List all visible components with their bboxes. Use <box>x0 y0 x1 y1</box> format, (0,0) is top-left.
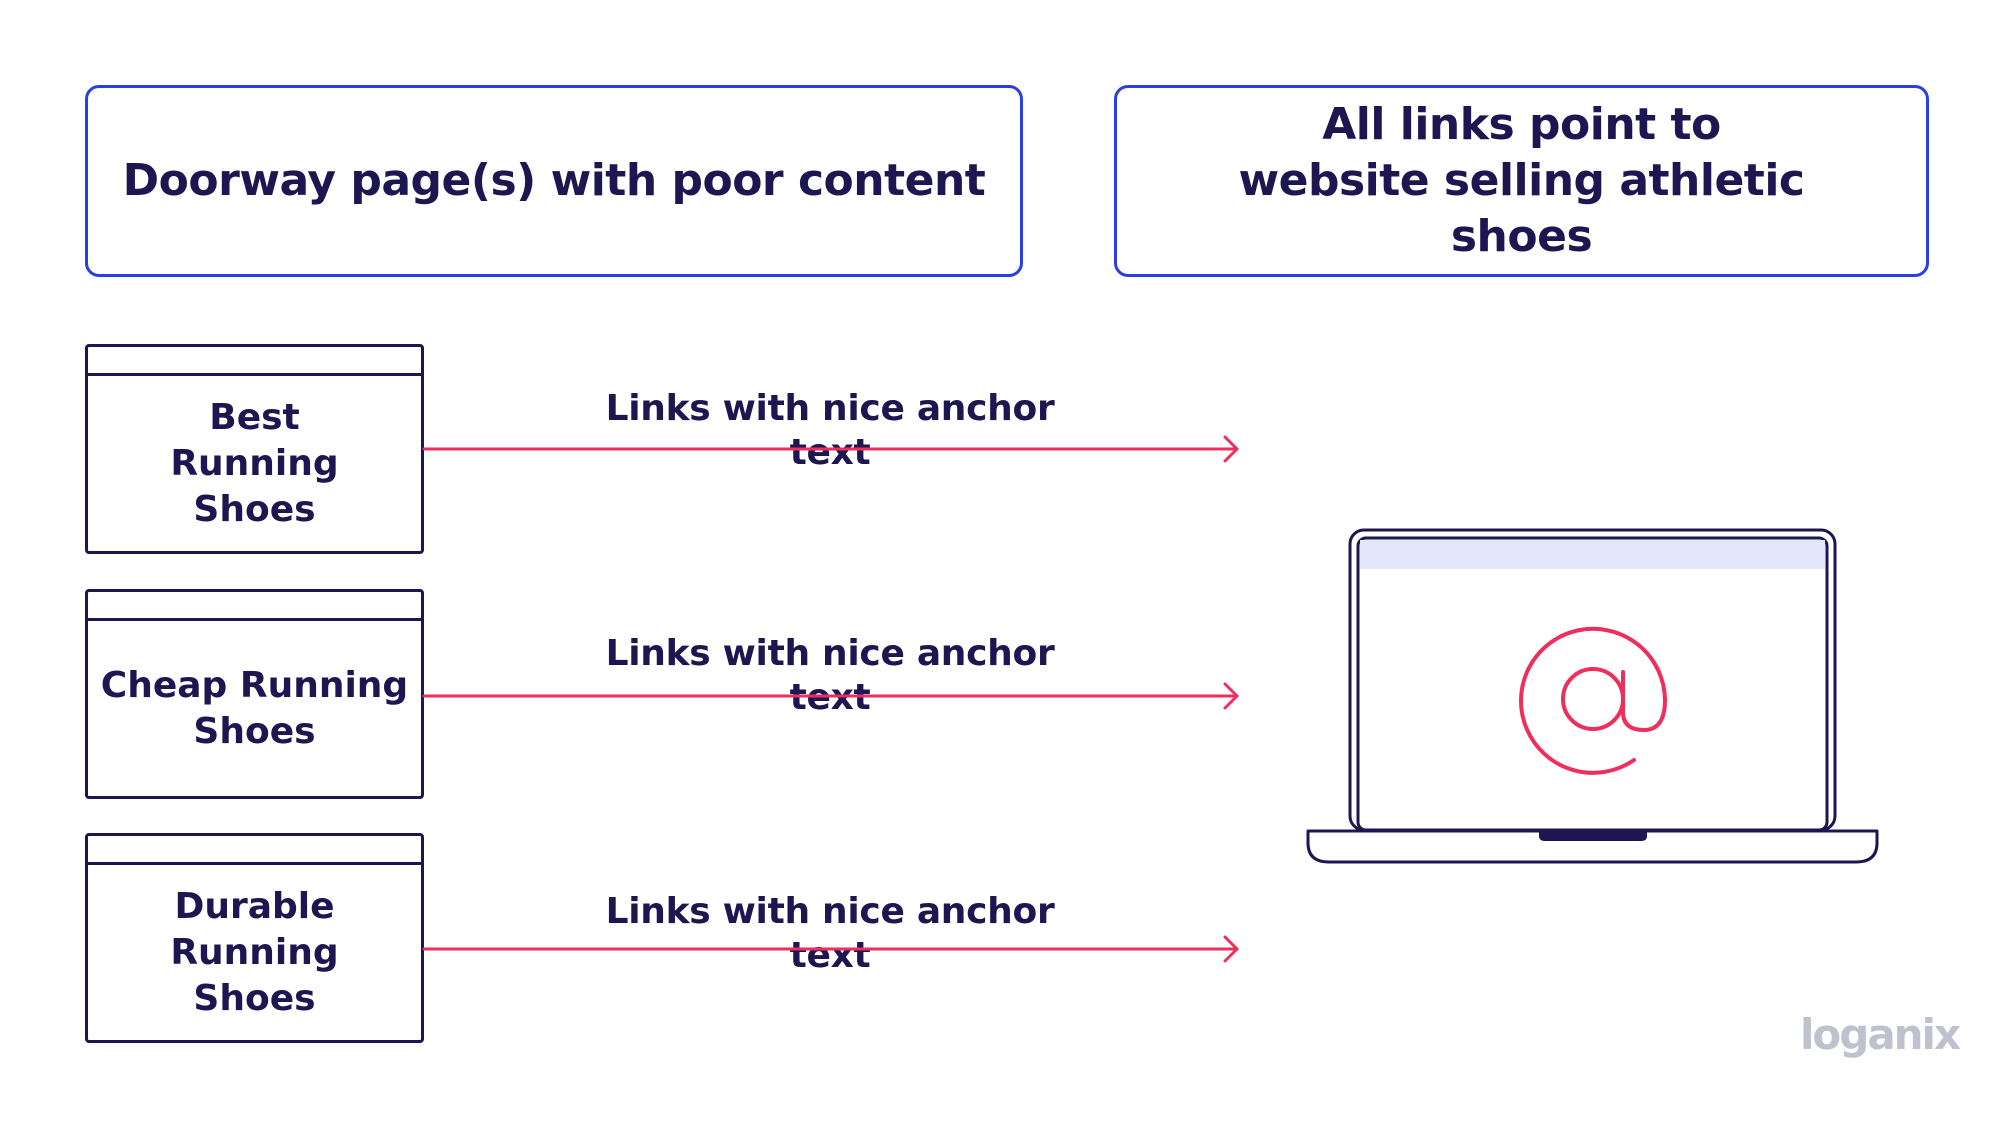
doorway-page-titlebar <box>88 836 421 865</box>
link-label: Links with nice anchor text <box>605 388 1055 473</box>
doorway-page-title: Cheap Running Shoes <box>100 664 409 752</box>
at-sign-icon <box>1519 626 1667 775</box>
link-arrow <box>422 935 1239 963</box>
loganix-logo: loganix <box>1800 1010 1961 1059</box>
doorway-page-title: Durable Running Shoes <box>170 885 339 1019</box>
link-arrow <box>422 435 1239 463</box>
doorway-page-card: Cheap Running Shoes <box>85 589 424 799</box>
header-target-website-text: All links point to website selling athle… <box>1238 99 1805 262</box>
header-doorway-pages: Doorway page(s) with poor content <box>85 85 1023 277</box>
link-label: Links with nice anchor text <box>605 633 1055 718</box>
doorway-page-titlebar <box>88 592 421 621</box>
header-doorway-pages-text: Doorway page(s) with poor content <box>122 155 986 206</box>
doorway-page-title: Best Running Shoes <box>170 396 339 530</box>
header-target-website: All links point to website selling athle… <box>1114 85 1929 277</box>
link-label: Links with nice anchor text <box>605 891 1055 976</box>
doorway-page-card: Best Running Shoes <box>85 344 424 554</box>
doorway-page-card: Durable Running Shoes <box>85 833 424 1043</box>
laptop-icon <box>1306 528 1879 864</box>
link-arrow <box>422 682 1239 710</box>
doorway-page-titlebar <box>88 347 421 376</box>
